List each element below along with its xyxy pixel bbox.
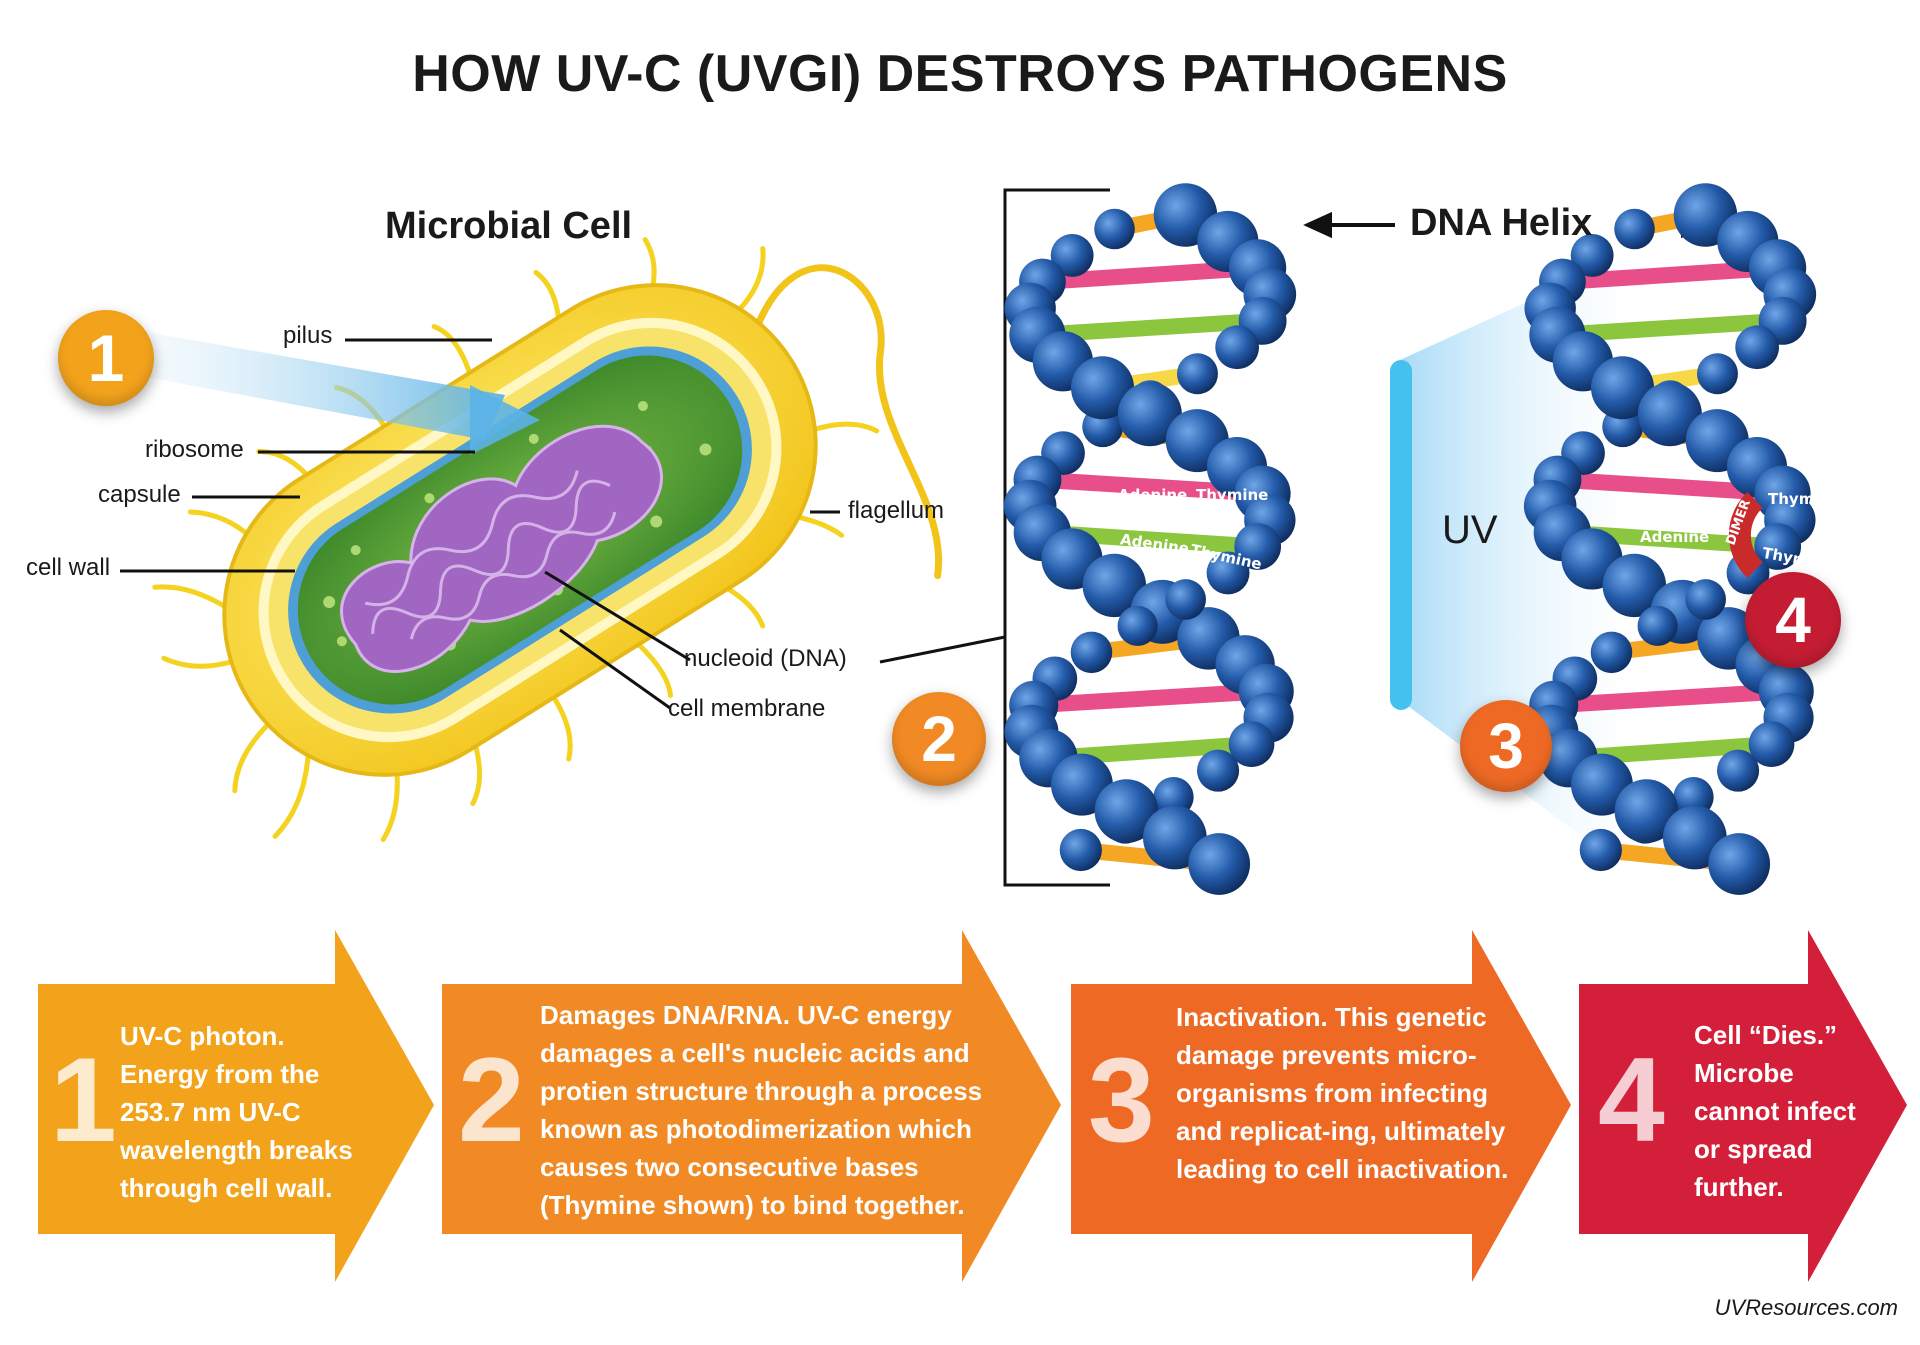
dna-heading: DNA Helix [1410, 202, 1593, 244]
step-1-text: UV-C photon. Energy from the 253.7 nm UV… [120, 1021, 353, 1203]
badge-4: 4 [1745, 572, 1841, 668]
thymine-label: Thymine [1768, 490, 1841, 508]
step-4-text: Cell “Dies.” Microbe cannot infect or sp… [1694, 1020, 1856, 1202]
backbone-bead [1637, 382, 1702, 447]
uv-photon-beam [135, 330, 505, 440]
source-credit: UVResources.com [1714, 1295, 1898, 1320]
backbone-bead [1094, 779, 1159, 843]
backbone-bead [1602, 553, 1667, 618]
dna-helix-right [1523, 183, 1817, 895]
backbone-bead [1637, 605, 1678, 646]
label-nucleoid: nucleoid (DNA) [684, 645, 847, 672]
backbone-bead [1591, 356, 1655, 420]
backbone-bead [1735, 325, 1780, 370]
backbone-bead [1059, 828, 1102, 872]
backbone-bead [1071, 356, 1135, 420]
uv-label: UV [1442, 508, 1498, 552]
step-arrow-2 [442, 930, 1061, 1282]
backbone-bead [1579, 828, 1622, 872]
backbone-bead [1176, 353, 1218, 395]
backbone-bead [1197, 749, 1240, 792]
backbone-bead [1685, 579, 1726, 620]
backbone-bead [1117, 382, 1182, 447]
page-title: HOW UV-C (UVGI) DESTROYS PATHOGENS [412, 45, 1508, 103]
backbone-bead [1748, 721, 1795, 767]
backbone-bead [1696, 353, 1738, 395]
flagellum-strand [749, 264, 943, 580]
label-flagellum: flagellum [848, 497, 945, 524]
backbone-bead [1094, 208, 1135, 250]
backbone-bead [1590, 631, 1633, 674]
step-1-number: 1 [50, 1033, 117, 1167]
label-cell-membrane: cell membrane [668, 695, 826, 722]
backbone-bead [1050, 234, 1094, 277]
base-pair-rung [1545, 683, 1795, 714]
zoom-bracket [879, 188, 1110, 887]
adenine-label: Adenine [1640, 528, 1710, 546]
backbone-bead [1215, 325, 1260, 370]
step-3-number: 3 [1088, 1033, 1155, 1167]
label-ribosome: ribosome [145, 436, 244, 463]
base-pair-rung [1029, 312, 1271, 343]
uv-lamp [1390, 360, 1412, 710]
base-pair-rung [1025, 683, 1275, 714]
step-2-text: Damages DNA/RNA. UV-C energy damages a c… [540, 1000, 983, 1220]
step-4-number: 4 [1598, 1033, 1665, 1167]
step-3-text: Inactivation. This genetic damage preven… [1176, 1002, 1509, 1184]
backbone-bead [1165, 579, 1206, 620]
microbial-cell [152, 237, 943, 843]
step-arrow-1 [38, 930, 434, 1282]
base-pair-rung [1549, 312, 1791, 343]
label-cell-wall: cell wall [26, 554, 111, 581]
backbone-bead [1614, 779, 1679, 843]
label-capsule: capsule [98, 481, 181, 508]
step-2-number: 2 [458, 1033, 525, 1167]
backbone-bead [1117, 605, 1158, 646]
backbone-bead [1570, 234, 1614, 277]
backbone-bead [1234, 523, 1282, 570]
backbone-bead [1614, 208, 1655, 250]
backbone-bead [1717, 749, 1760, 792]
cell-heading: Microbial Cell [385, 205, 633, 247]
uv-glow [1400, 250, 1640, 880]
backbone-bead [1206, 551, 1250, 595]
backbone-bead [1228, 721, 1275, 767]
badge-3: 3 [1460, 700, 1552, 792]
step-arrow-3 [1071, 930, 1571, 1282]
adenine-label: Adenine [1638, 494, 1708, 512]
backbone-bead [1188, 833, 1251, 895]
dna-helix-left [1003, 183, 1297, 895]
backbone-bead [1754, 523, 1802, 570]
label-pilus: pilus [283, 322, 333, 349]
adenine-label: Adenine [1118, 486, 1188, 504]
thymine-label: Thymine [1196, 486, 1269, 504]
backbone-bead [1082, 553, 1147, 618]
step-arrow-4 [1579, 930, 1907, 1282]
backbone-bead [1708, 833, 1771, 895]
badge-1: 1 [58, 310, 154, 406]
dimer-bond [1728, 491, 1763, 579]
backbone-bead [1070, 631, 1113, 674]
badge-2: 2 [892, 692, 986, 786]
